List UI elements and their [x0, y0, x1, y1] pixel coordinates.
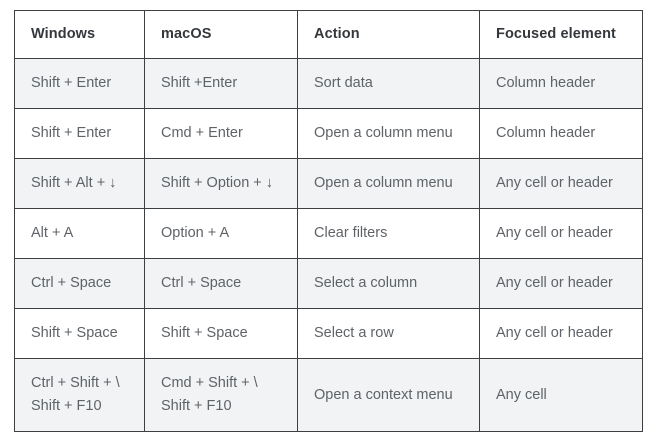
keyboard-shortcuts-table-container: Windows macOS Action Focused element Shi…	[14, 10, 643, 432]
cell-action: Open a column menu	[297, 108, 480, 159]
cell-macos-shortcut: Ctrl + Space	[144, 258, 298, 309]
cell-focused-element: Any cell or header	[479, 308, 643, 359]
cell-line-1: Ctrl + Shift + \	[31, 375, 120, 391]
cell-macos-shortcut: Shift + Space	[144, 308, 298, 359]
cell-macos-shortcut: Cmd + Shift + \ Shift + F10	[144, 358, 298, 432]
cell-focused-element: Column header	[479, 58, 643, 109]
cell-action: Select a column	[297, 258, 480, 309]
column-header-windows: Windows	[14, 10, 145, 59]
table-row: Ctrl + Shift + \ Shift + F10 Cmd + Shift…	[14, 358, 643, 432]
cell-macos-shortcut: Cmd + Enter	[144, 108, 298, 159]
cell-windows-shortcut: Ctrl + Space	[14, 258, 145, 309]
cell-action: Sort data	[297, 58, 480, 109]
table-row: Shift + Enter Cmd + Enter Open a column …	[14, 108, 643, 159]
cell-macos-shortcut: Shift + Option + ↓	[144, 158, 298, 209]
column-header-macos: macOS	[144, 10, 298, 59]
cell-action: Open a column menu	[297, 158, 480, 209]
table-header: Windows macOS Action Focused element	[14, 10, 643, 59]
cell-focused-element: Column header	[479, 108, 643, 159]
table-body: Shift + Enter Shift +Enter Sort data Col…	[14, 58, 643, 432]
cell-action: Select a row	[297, 308, 480, 359]
keyboard-shortcuts-table: Windows macOS Action Focused element Shi…	[14, 10, 643, 432]
table-row: Shift + Alt + ↓ Shift + Option + ↓ Open …	[14, 158, 643, 209]
cell-action: Clear filters	[297, 208, 480, 259]
cell-windows-shortcut: Shift + Enter	[14, 58, 145, 109]
column-header-focused-element: Focused element	[479, 10, 643, 59]
cell-action: Open a context menu	[297, 358, 480, 432]
cell-focused-element: Any cell or header	[479, 208, 643, 259]
cell-windows-shortcut: Shift + Space	[14, 308, 145, 359]
cell-windows-shortcut: Alt + A	[14, 208, 145, 259]
cell-line-1: Cmd + Shift + \	[161, 375, 258, 391]
cell-focused-element: Any cell	[479, 358, 643, 432]
table-row: Ctrl + Space Ctrl + Space Select a colum…	[14, 258, 643, 309]
table-header-row: Windows macOS Action Focused element	[14, 10, 643, 59]
cell-line-2: Shift + F10	[161, 398, 232, 414]
table-row: Alt + A Option + A Clear filters Any cel…	[14, 208, 643, 259]
cell-line-2: Shift + F10	[31, 398, 102, 414]
cell-windows-shortcut: Shift + Alt + ↓	[14, 158, 145, 209]
table-row: Shift + Space Shift + Space Select a row…	[14, 308, 643, 359]
cell-windows-shortcut: Ctrl + Shift + \ Shift + F10	[14, 358, 145, 432]
cell-focused-element: Any cell or header	[479, 158, 643, 209]
column-header-action: Action	[297, 10, 480, 59]
cell-focused-element: Any cell or header	[479, 258, 643, 309]
cell-windows-shortcut: Shift + Enter	[14, 108, 145, 159]
table-row: Shift + Enter Shift +Enter Sort data Col…	[14, 58, 643, 109]
cell-macos-shortcut: Shift +Enter	[144, 58, 298, 109]
cell-macos-shortcut: Option + A	[144, 208, 298, 259]
